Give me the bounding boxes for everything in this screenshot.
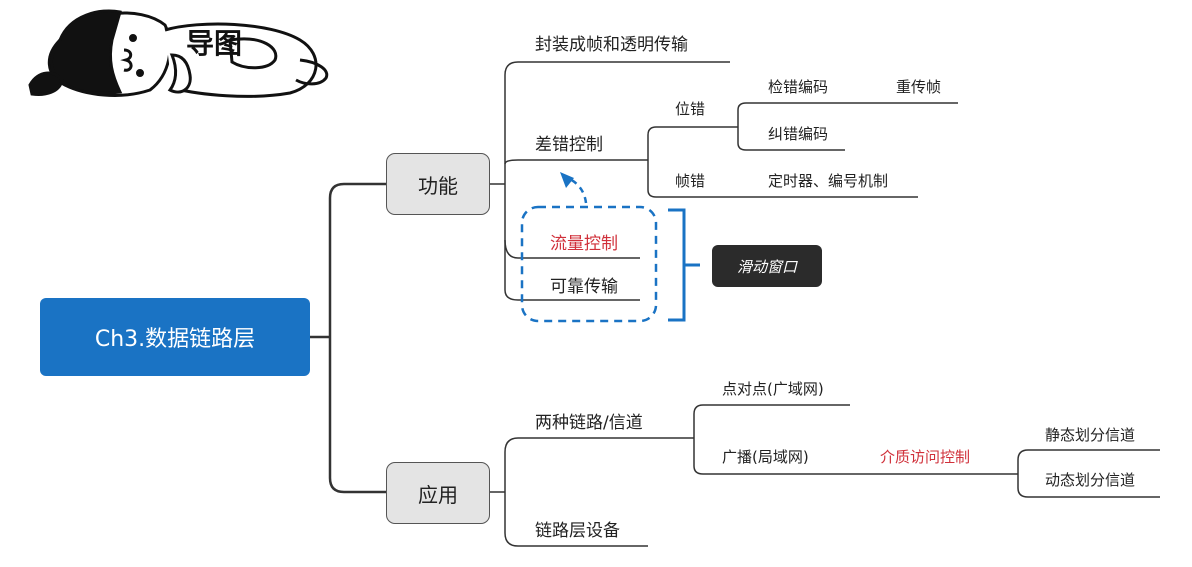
dashed-highlight-box bbox=[520, 205, 658, 323]
function-node: 功能 bbox=[386, 153, 490, 215]
application-connectors bbox=[488, 404, 1160, 547]
function-connectors bbox=[488, 61, 958, 301]
bit-error-label: 位错 bbox=[675, 100, 706, 118]
links-label: 两种链路/信道 bbox=[535, 413, 643, 433]
error-detect-label: 检错编码 bbox=[768, 78, 829, 96]
broadcast-label: 广播(局域网) bbox=[722, 448, 809, 466]
flow-control-label: 流量控制 bbox=[550, 234, 618, 254]
mascot-illustration bbox=[28, 9, 329, 98]
timer-label: 定时器、编号机制 bbox=[768, 172, 889, 190]
error-control-label: 差错控制 bbox=[535, 135, 603, 155]
root-node: Ch3.数据链路层 bbox=[40, 298, 310, 376]
reliable-transfer-label: 可靠传输 bbox=[550, 277, 618, 297]
error-correct-label: 纠错编码 bbox=[768, 125, 829, 143]
application-node: 应用 bbox=[386, 462, 490, 524]
static-channel-label: 静态划分信道 bbox=[1045, 426, 1136, 444]
p2p-label: 点对点(广域网) bbox=[722, 380, 824, 398]
dynamic-channel-label: 动态划分信道 bbox=[1045, 471, 1136, 489]
diagram-title: 导图 bbox=[186, 27, 243, 60]
devices-label: 链路层设备 bbox=[535, 521, 620, 541]
framing-label: 封装成帧和透明传输 bbox=[535, 35, 688, 55]
retransmit-label: 重传帧 bbox=[896, 78, 942, 96]
mac-label: 介质访问控制 bbox=[880, 448, 971, 466]
frame-error-label: 帧错 bbox=[675, 172, 706, 190]
dashed-arrow-curve bbox=[567, 176, 588, 204]
arrow-head-icon bbox=[560, 172, 574, 188]
sliding-window-node: 滑动窗口 bbox=[712, 245, 822, 287]
root-connectors bbox=[310, 182, 386, 494]
blue-bracket bbox=[668, 208, 700, 322]
